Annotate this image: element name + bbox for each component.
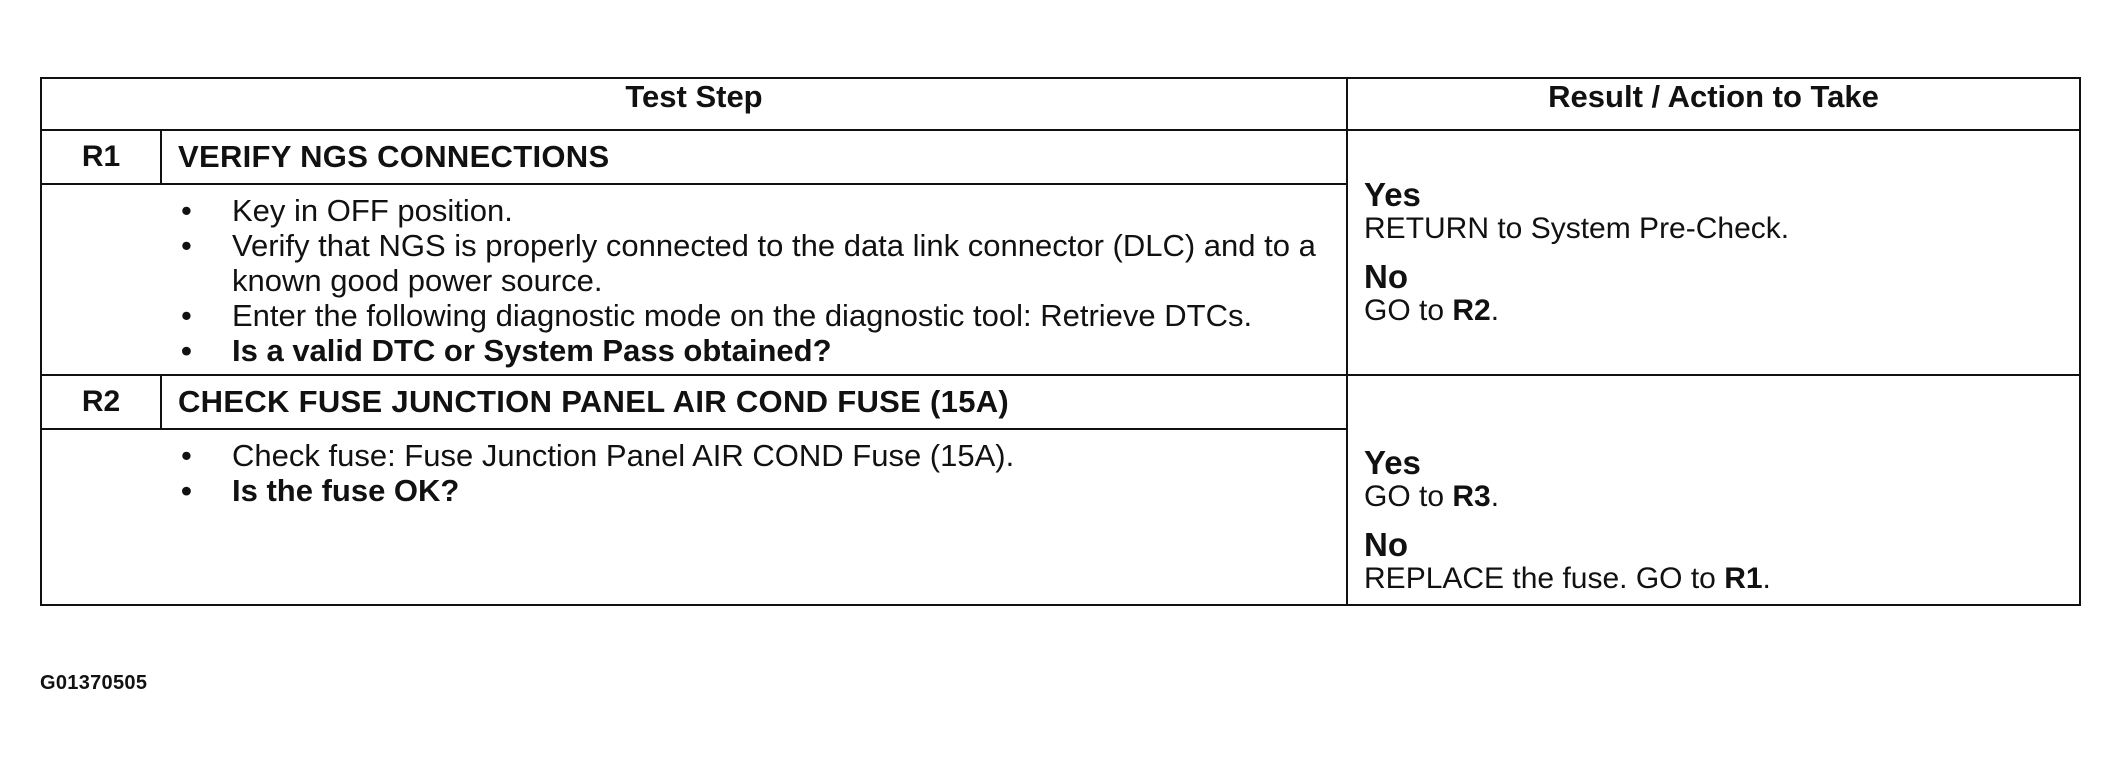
step-r2-body-spacer <box>40 428 161 606</box>
step-r1-body-spacer <box>40 183 161 376</box>
step-r2-body: • Check fuse: Fuse Junction Panel AIR CON… <box>161 428 1349 606</box>
step-title-r2: CHECK FUSE JUNCTION PANEL AIR COND FUSE … <box>159 374 1349 430</box>
bullet-item: • Enter the following diagnostic mode on … <box>161 298 1346 333</box>
no-action: GO to R2. <box>1364 294 2079 328</box>
result-r2-no: No REPLACE the fuse. GO to R1. <box>1364 528 2079 596</box>
step-r1-body: • Key in OFF position. • Verify that NGS i… <box>161 183 1349 376</box>
no-action: REPLACE the fuse. GO to R1. <box>1364 562 2079 596</box>
question-text: Is the fuse OK? <box>232 473 460 508</box>
step-r1-bullets: • Key in OFF position. • Verify that NGS i… <box>161 193 1346 368</box>
bullet-icon: • <box>181 473 192 508</box>
yes-label: Yes <box>1364 175 1421 213</box>
bullet-question: • Is the fuse OK? <box>161 473 1346 508</box>
step-r2-title-row: R2 CHECK FUSE JUNCTION PANEL AIR COND FU… <box>40 374 2082 606</box>
bullet-icon: • <box>181 438 192 473</box>
figure-id: G01370505 <box>40 672 148 694</box>
step-title-r1: VERIFY NGS CONNECTIONS <box>159 129 1349 185</box>
bullet-icon: • <box>181 193 192 228</box>
question-text: Is a valid DTC or System Pass obtained? <box>232 333 832 368</box>
no-label: No <box>1364 257 1409 295</box>
diagnostic-table: Test Step Result / Action to Take R1 VER… <box>39 77 2082 606</box>
bullet-text: Check fuse: Fuse Junction Panel AIR COND… <box>232 438 1015 473</box>
bullet-item: • Key in OFF position. <box>161 193 1346 228</box>
step-r1-body-row: • Key in OFF position. • Verify that NGS i… <box>40 183 2080 376</box>
bullet-item: • Verify that NGS is properly connected t… <box>161 228 1346 298</box>
step-id-r1: R1 <box>40 129 162 185</box>
no-action-step-ref: R2 <box>1452 293 1491 327</box>
result-r1-no: No GO to R2. <box>1364 257 2079 328</box>
no-action-suffix: . <box>1490 293 1500 327</box>
bullet-question: • Is a valid DTC or System Pass obtained? <box>161 333 1346 368</box>
yes-action: GO to R3. <box>1364 480 2079 514</box>
result-r2-yes: Yes GO to R3. <box>1364 446 2079 514</box>
bullet-icon: • <box>181 333 192 368</box>
step-r2-bullets: • Check fuse: Fuse Junction Panel AIR CON… <box>161 438 1346 508</box>
no-action-text: GO to <box>1364 293 1453 327</box>
result-r1: Yes RETURN to System Pre-Check. No GO to… <box>1346 129 2082 376</box>
yes-action: RETURN to System Pre-Check. <box>1364 211 1790 245</box>
yes-action-step-ref: R3 <box>1452 480 1491 513</box>
result-action-header: Result / Action to Take <box>1346 77 2082 131</box>
bullet-icon: • <box>181 228 192 263</box>
header-row: Test Step Result / Action to Take <box>39 77 2082 131</box>
yes-action-suffix: . <box>1490 480 1500 513</box>
bullet-icon: • <box>181 298 192 333</box>
bullet-item: • Check fuse: Fuse Junction Panel AIR CON… <box>161 438 1346 473</box>
step-r1-title-row: R1 VERIFY NGS CONNECTIONS Yes RETURN to … <box>40 129 2082 376</box>
no-action-suffix: . <box>1762 562 1771 595</box>
no-action-step-ref: R1 <box>1724 562 1763 595</box>
bullet-text: Verify that NGS is properly connected to… <box>232 228 1316 298</box>
no-action-text: REPLACE the fuse. GO to <box>1364 562 1725 595</box>
bullet-text: Key in OFF position. <box>232 193 513 228</box>
step-id-r2: R2 <box>40 374 162 430</box>
bullet-text: Enter the following diagnostic mode on t… <box>232 298 1253 333</box>
result-r2: Yes GO to R3. No REPLACE the fuse. GO to… <box>1346 374 2082 606</box>
result-r1-yes: Yes RETURN to System Pre-Check. <box>1364 175 2079 246</box>
step-r2-body-row: • Check fuse: Fuse Junction Panel AIR CON… <box>40 428 2080 606</box>
test-step-header: Test Step <box>39 77 1349 131</box>
yes-action-text: GO to <box>1364 480 1453 513</box>
no-label: No <box>1364 526 1409 563</box>
yes-label: Yes <box>1364 444 1421 481</box>
